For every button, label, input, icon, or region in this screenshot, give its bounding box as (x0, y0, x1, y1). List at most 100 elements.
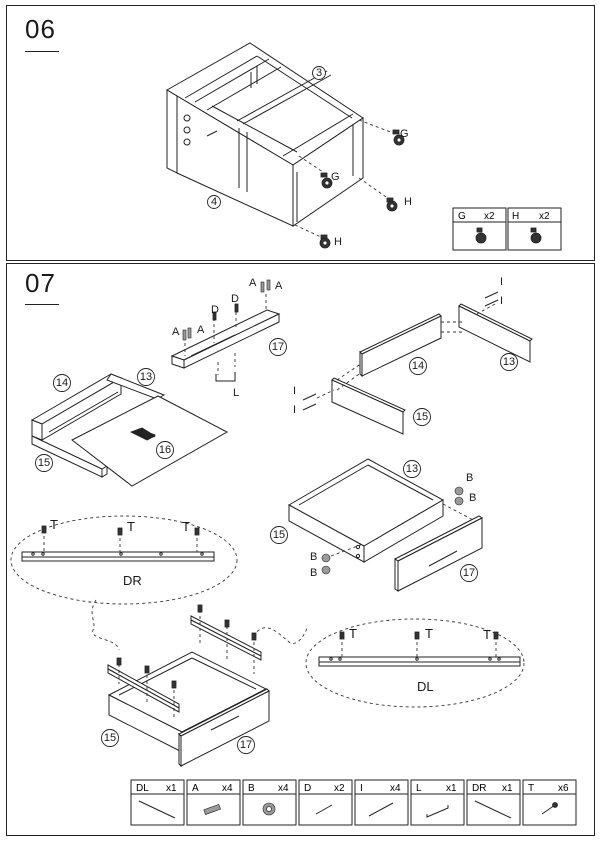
callout-drawer-left-side: 14 (53, 374, 71, 392)
svg-text:17: 17 (240, 739, 252, 751)
caster-label-g1: G (400, 128, 409, 140)
screw-label-a: A (172, 326, 180, 338)
callout-top-panel: 3 (312, 66, 326, 80)
part-qty: x2 (539, 211, 550, 222)
cam-label-b: B (310, 551, 317, 563)
cam-lock-b-icon (321, 553, 331, 563)
callout-final-front: 17 (237, 736, 255, 754)
screw-label-i: I (293, 404, 296, 416)
final-drawer (107, 651, 270, 768)
screw-i-icon (302, 403, 317, 411)
screw-label-a: A (197, 324, 205, 336)
screw-label-t: T (127, 519, 135, 534)
rail-label-dr: DR (123, 573, 142, 588)
callout-exploded-right: 15 (413, 408, 431, 426)
screw-t-icon (414, 631, 420, 640)
screw-t-icon (171, 680, 177, 689)
svg-text:13: 13 (503, 356, 515, 368)
step-06-panel: 06 (6, 5, 595, 261)
callout-final-right: 15 (101, 729, 119, 747)
screw-d-part-icon (315, 804, 333, 815)
cam-lock-b-icon (321, 565, 331, 575)
part-code: T (528, 783, 534, 794)
screw-i-part-icon (368, 802, 394, 817)
screw-label-t: T (50, 517, 58, 532)
part-code: G (458, 211, 466, 222)
rail-dr-detail (10, 515, 238, 605)
rail-dl-part-icon (138, 800, 176, 819)
dowel-a-part-icon (203, 803, 221, 815)
cam-label-b: B (310, 567, 317, 579)
part-code: L (416, 783, 422, 794)
part-code: DR (472, 783, 486, 794)
screw-t-icon (493, 631, 499, 640)
svg-text:15: 15 (104, 732, 116, 744)
callout-drawer-front: 17 (269, 338, 287, 356)
rail-dr-part-icon (474, 800, 512, 819)
callout-bottom-panel: 4 (207, 195, 221, 209)
screw-i-icon (484, 291, 499, 299)
screw-t-icon (197, 604, 203, 613)
screw-t-icon (144, 665, 150, 674)
handle-label-l: L (233, 387, 239, 399)
screw-t-part-icon (541, 802, 558, 815)
screw-t-icon (117, 527, 123, 536)
svg-text:17: 17 (272, 341, 284, 353)
screw-d-icon (234, 303, 239, 313)
svg-text:14: 14 (412, 360, 424, 372)
svg-text:15: 15 (416, 411, 428, 423)
svg-text:14: 14 (56, 377, 68, 389)
callout-drawer-back: 13 (137, 368, 155, 386)
exploded-right-panel (331, 377, 406, 435)
caster-label-g2: G (331, 171, 340, 183)
insert-arrow-icon (129, 427, 156, 441)
caster-label-h2: H (334, 236, 342, 248)
screw-label-t: T (349, 626, 357, 641)
screw-i-icon (302, 393, 317, 401)
dowel-a-icon (182, 329, 187, 341)
assembled-drawer-box (287, 458, 445, 563)
callout-drawer-bottom: 16 (156, 441, 174, 459)
part-code: I (360, 783, 363, 794)
svg-text:15: 15 (38, 457, 50, 469)
screw-d-icon (212, 311, 217, 321)
cabinet-base-illustration: G G H H 3 4 G (166, 42, 562, 251)
svg-text:3: 3 (316, 67, 322, 79)
rail-label-dl: DL (417, 679, 434, 694)
dowel-a-icon (266, 279, 271, 291)
screw-label-a: A (249, 277, 257, 289)
part-code: DL (136, 783, 149, 794)
svg-text:4: 4 (211, 196, 217, 208)
screw-label-t: T (483, 627, 491, 642)
screw-t-icon (116, 657, 122, 666)
screw-label-i: I (500, 295, 503, 307)
part-code: H (512, 211, 519, 222)
cam-lock-b-icon (454, 496, 464, 506)
caster-h-right-icon (386, 197, 398, 212)
screw-t-icon (251, 632, 257, 641)
caster-g-part-icon (475, 227, 487, 244)
callout-assembled-front: 17 (460, 564, 478, 582)
rail-dr-mounted (107, 664, 180, 713)
screw-t-icon (194, 527, 200, 536)
screw-label-t: T (182, 519, 190, 534)
callout-assembled-back: 13 (403, 460, 421, 478)
drawer-assembly-illustration: A A A A D D L 17 14 13 (10, 276, 577, 826)
screw-label-a: A (275, 280, 283, 292)
callout-exploded-back: 13 (500, 353, 518, 371)
callout-assembled-right: 15 (270, 526, 288, 544)
exploded-back-panel (458, 303, 533, 363)
part-qty: x6 (558, 783, 569, 794)
svg-text:15: 15 (273, 529, 285, 541)
dowel-a-icon (260, 281, 265, 293)
dowel-a-icon (187, 327, 192, 339)
step-number: 07 (25, 268, 56, 298)
handle-l-part-icon (426, 805, 449, 818)
screw-t-icon (41, 525, 47, 534)
caster-g-front-icon (320, 172, 333, 189)
part-qty: x1 (502, 783, 513, 794)
svg-text:13: 13 (406, 463, 418, 475)
screw-i-icon (484, 299, 499, 307)
assembled-drawer-front (394, 515, 483, 592)
part-qty: x2 (334, 783, 345, 794)
